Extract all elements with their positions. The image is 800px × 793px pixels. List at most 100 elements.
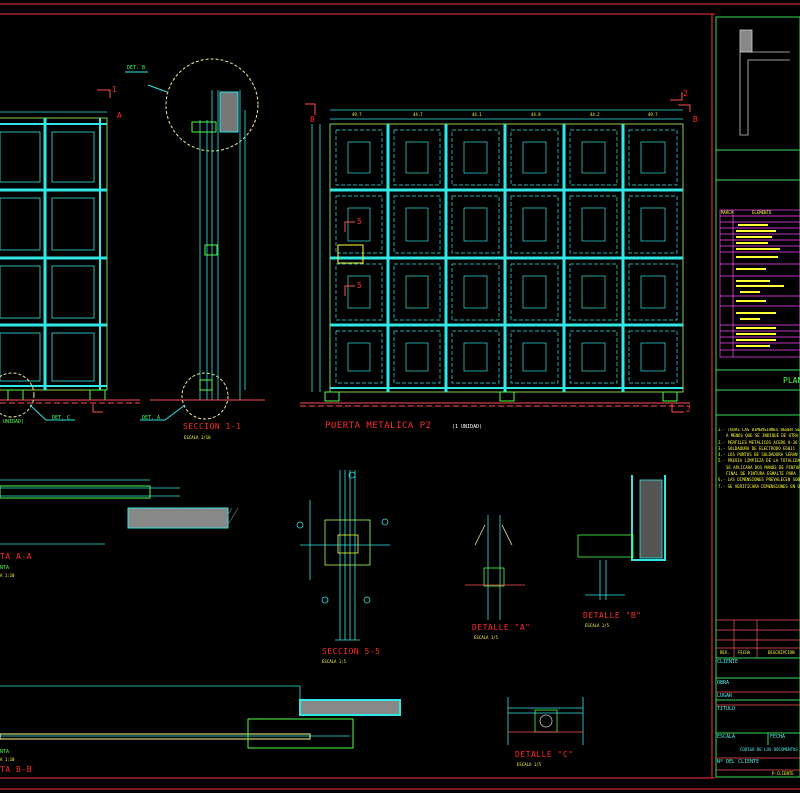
det-a-label: DET. A — [142, 415, 161, 421]
door-panel-inner — [640, 207, 666, 242]
legend-header-element: ELEMENTO — [752, 210, 772, 215]
note: 3.- SOLDADURA DE ELECTRODO E6011 — [718, 445, 796, 451]
door-panel — [393, 263, 441, 321]
door-panel-inner — [463, 141, 488, 174]
cut-b-left: B — [310, 115, 316, 124]
fecha2-label: FECHA — [770, 734, 786, 740]
detail-c-scale: ESCALA 1/5 — [517, 762, 542, 767]
section-5-5-scale: ESCALA 1:5 — [322, 659, 347, 664]
door-panel-inner — [405, 275, 429, 309]
door-panel-inner — [463, 207, 488, 242]
door-p2-title: PUERTA METALICA P2 — [325, 421, 432, 431]
door-panel — [393, 129, 441, 186]
descripcion-label: DESCRIPCION — [768, 650, 795, 655]
hatch-line — [153, 507, 167, 529]
door-panel — [628, 263, 678, 321]
dim-5: 44.2 — [590, 112, 600, 117]
detail-b — [577, 475, 666, 600]
door-panel — [569, 263, 618, 321]
door-panel-inner — [581, 342, 606, 372]
plan-b-b-title: TA B-B — [0, 765, 32, 774]
legend-table — [719, 209, 800, 358]
door-panel-inner — [347, 342, 371, 372]
cut-5-top: 5 — [357, 217, 363, 226]
legend-rows — [736, 224, 784, 347]
legend-header-mark: MARCA — [721, 210, 734, 215]
hatch-line — [135, 507, 149, 529]
door-panel — [569, 129, 618, 186]
note: 1.- TODAS LAS DIMENSIONES DEBEN SER — [718, 428, 800, 432]
obra-label: OBRA — [717, 680, 730, 686]
door-panel — [628, 129, 678, 186]
hatch-line — [213, 507, 227, 529]
hatch-line — [141, 507, 155, 529]
dim-4: 44.8 — [531, 112, 541, 117]
hatch-line — [219, 507, 233, 529]
cut-2-bottom: 2 — [686, 405, 692, 414]
door-panel-inner — [581, 141, 606, 174]
section-1-1-title: SECCION 1-1 — [183, 422, 242, 431]
door-panel — [393, 195, 441, 254]
note: 7.- SE VERIFICARA DIMENSIONES EN OBRA — [718, 483, 800, 489]
door-panel — [335, 263, 383, 321]
door-panel-inner — [347, 141, 371, 174]
hatch-line — [177, 507, 191, 529]
fecha-label: FECHA — [738, 650, 751, 655]
door-panel — [335, 129, 383, 186]
det-b-label: DET. B — [127, 65, 146, 71]
section-5-5 — [296, 470, 390, 641]
door-panel — [451, 263, 500, 321]
cut-a-label: A — [117, 111, 123, 120]
escala-label: ESCALA — [717, 734, 736, 740]
door-p2-qty: (1 UNIDAD) — [452, 424, 483, 430]
plan-b-b-subtitle: NTA — [0, 749, 10, 755]
title-block-frame — [715, 16, 800, 778]
hatch-line — [189, 507, 203, 529]
section-1-1 — [125, 58, 265, 421]
door-panel — [335, 195, 383, 254]
door-panel-inner — [405, 207, 429, 242]
left-door-elevation — [0, 89, 140, 421]
door-panel-inner — [640, 141, 666, 174]
door-panel — [335, 330, 383, 384]
door-panel-inner — [405, 342, 429, 372]
door-panel-inner — [463, 342, 488, 372]
hatch-line — [147, 507, 161, 529]
door-panel-inner — [522, 207, 547, 242]
dim-3: 44.1 — [472, 112, 482, 117]
door-panel-inner — [640, 342, 666, 372]
note: 6.- LAS DIMENSIONES PREVALECEN SOBRE — [718, 477, 800, 483]
door-panel — [510, 330, 559, 384]
detail-a-title: DETALLE "A" — [472, 623, 531, 632]
door-panel-inner — [522, 342, 547, 372]
door-panel-inner — [347, 207, 371, 242]
codigo-label: CODIGO DE LOS DOCUMENTOS — [740, 747, 798, 752]
door-panel — [569, 330, 618, 384]
note: 4.- LOS PUNTOS DE SOLDADURA SERAN — [718, 452, 798, 458]
title-block-red-lines — [716, 619, 800, 771]
door-panel-inner — [522, 141, 547, 174]
det-c-label: DET. C — [52, 415, 71, 421]
code-value: P-CLIENTE — [772, 771, 794, 776]
door-panel-inner — [581, 275, 606, 309]
titulo-label: TITULO — [717, 706, 736, 712]
plan-a-a-subtitle: NTA — [0, 565, 10, 571]
cut-5-bottom: 5 — [357, 281, 363, 290]
detail-a — [465, 515, 525, 620]
door-panel — [569, 195, 618, 254]
plan-a-a — [0, 479, 239, 545]
note: SE APLICARA DOS MANOS DE PINTURA — [726, 464, 800, 470]
hatch-line — [195, 507, 209, 529]
plan-b-b-scale: A 1:10 — [0, 757, 15, 762]
hatch-line — [183, 507, 197, 529]
qty-label: UNIDAD) — [3, 419, 25, 425]
door-panel — [451, 129, 500, 186]
key-plan-thumbnail — [739, 29, 790, 136]
door-panel-inner — [640, 275, 666, 309]
hatch-line — [207, 507, 221, 529]
drawing-frame — [0, 3, 800, 790]
note: 5.- PREVIA LIMPIEZA DE LA TOTALIDAD DEL — [718, 458, 800, 464]
hatch-line — [165, 507, 179, 529]
cut-b-right: B — [693, 115, 699, 124]
